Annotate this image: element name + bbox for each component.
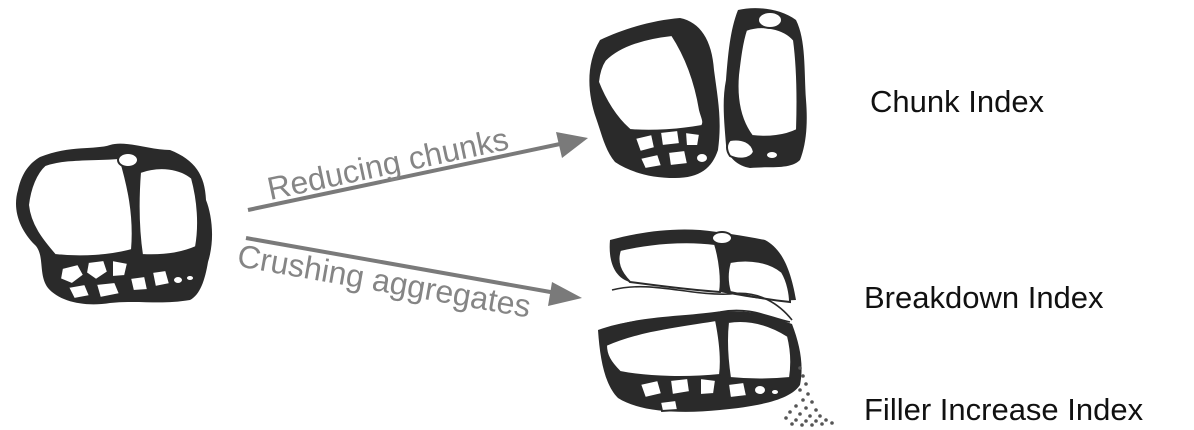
chunk-index-label: Chunk Index bbox=[870, 84, 1045, 119]
breakdown-index-label: Breakdown Index bbox=[864, 280, 1104, 315]
crushing-aggregates-arrow: Crushing aggregates bbox=[235, 237, 582, 324]
crushing-aggregates-label: Crushing aggregates bbox=[235, 237, 534, 324]
reducing-chunks-arrow: Reducing chunks bbox=[248, 121, 588, 210]
chunked-aggregate bbox=[589, 8, 806, 178]
filler-increase-index-label: Filler Increase Index bbox=[864, 392, 1144, 427]
original-aggregate bbox=[16, 144, 212, 305]
crushed-aggregate bbox=[598, 229, 834, 426]
